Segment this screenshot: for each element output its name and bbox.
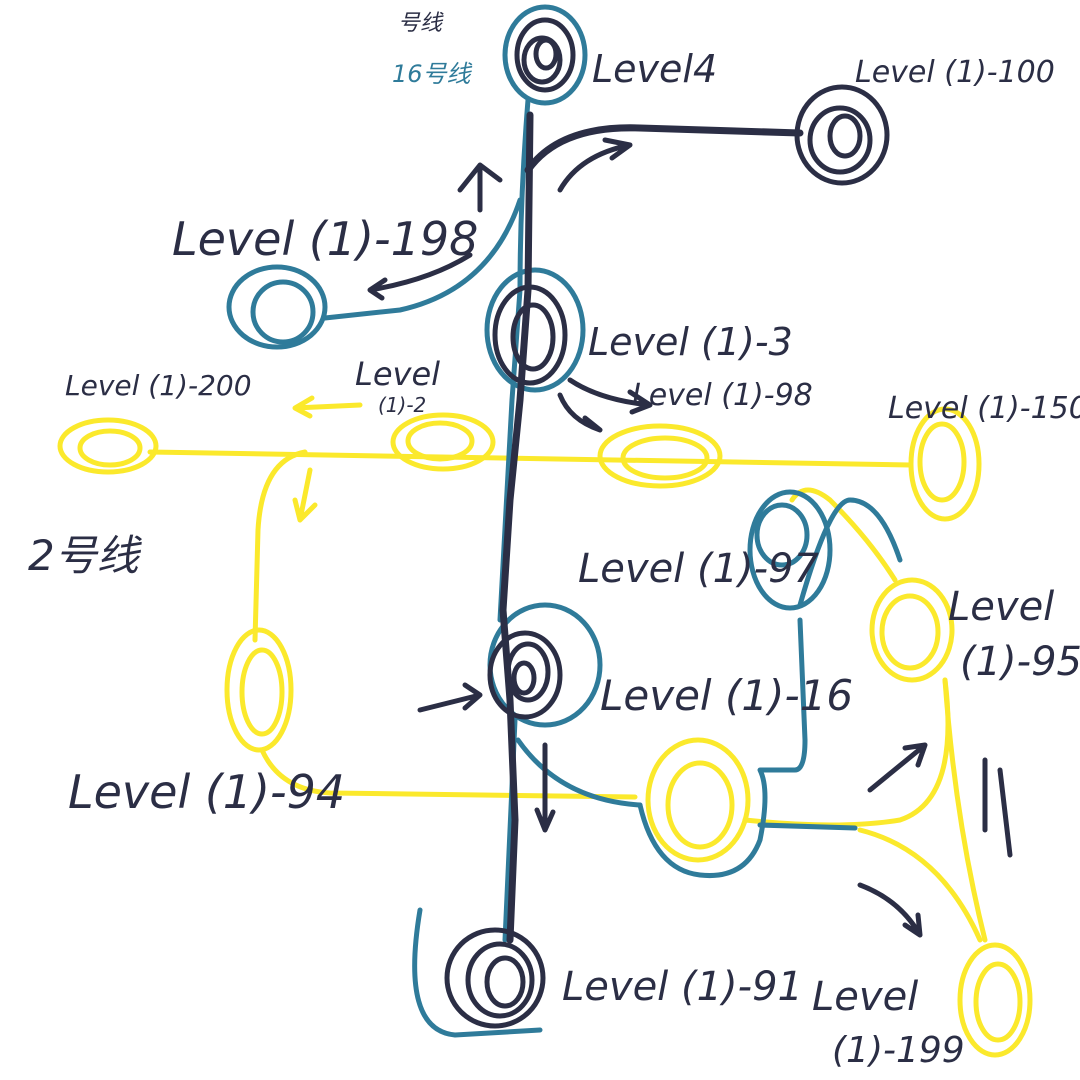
blue-line-loop-16 — [637, 617, 808, 879]
label-level-199-bottom: (1)-199 — [832, 1030, 965, 1071]
arrow-to-95 — [867, 742, 928, 793]
label-level-200: Level (1)-200 — [65, 369, 252, 402]
arrow-left-yellow — [292, 395, 363, 419]
arrow-into-16 — [417, 682, 483, 713]
station-level-3-dark[interactable] — [492, 284, 568, 386]
dark-stations — [444, 17, 890, 1029]
arrow-to-100 — [557, 137, 633, 193]
blue-line-branch-198 — [322, 197, 523, 321]
labels: 号线 16号线 2号线 Level4 Level (1)-100 Level (… — [28, 11, 1080, 1071]
station-level-200[interactable] — [57, 417, 159, 475]
yellow-line-loop-bottom — [259, 747, 638, 800]
station-level-98[interactable] — [597, 423, 723, 489]
label-level-100: Level (1)-100 — [855, 55, 1055, 90]
arrow-south-98 — [557, 392, 603, 433]
station-level-100[interactable] — [794, 84, 890, 186]
yellow-line-arc-top — [789, 487, 898, 583]
yellow-line-right-down — [942, 677, 988, 943]
arrow-down-16 — [534, 742, 556, 833]
station-level4-dark[interactable] — [514, 17, 576, 93]
direction-arrows — [367, 137, 1013, 938]
station-level-3-blue[interactable] — [484, 267, 586, 393]
blue-line-label: 16号线 — [392, 60, 473, 88]
yellow-line-left-to-199 — [857, 827, 983, 943]
station-level-198[interactable] — [226, 264, 328, 350]
station-level-2[interactable] — [390, 412, 496, 472]
label-level-2-top: Level — [355, 355, 440, 393]
yellow-line-label: 2号线 — [28, 531, 143, 580]
station-level-97[interactable] — [747, 489, 833, 611]
station-level4-blue[interactable] — [502, 4, 588, 106]
yellow-line — [147, 449, 988, 943]
dark-line-label: 号线 — [398, 11, 444, 36]
label-level-3: Level (1)-3 — [588, 320, 793, 364]
label-level-91: Level (1)-91 — [562, 964, 803, 1010]
station-level-91[interactable] — [444, 927, 546, 1029]
label-level-95-top: Level — [948, 584, 1054, 630]
yellow-line-main-track — [147, 449, 913, 468]
station-level-95[interactable] — [869, 577, 955, 683]
blue-line-branch-16 — [515, 737, 643, 808]
label-level-97: Level (1)-97 — [578, 546, 820, 592]
station-level-150[interactable] — [908, 406, 982, 522]
station-level-199[interactable] — [957, 942, 1033, 1058]
arrow-to-198 — [367, 252, 473, 301]
arrow-updown-right — [982, 757, 1013, 858]
label-level-2-bottom: (1)-2 — [378, 393, 426, 417]
dark-line-main-track — [499, 111, 534, 944]
blue-line-tail-south — [412, 907, 543, 1038]
yellow-arrows — [292, 395, 363, 523]
arrow-near-98 — [567, 377, 653, 415]
label-level-16: Level (1)-16 — [600, 671, 853, 720]
label-level-98: Level (1)-98 — [632, 378, 813, 413]
station-level-16-yellow[interactable] — [645, 737, 751, 863]
blue-line-to-97 — [797, 497, 903, 608]
station-level-94[interactable] — [224, 627, 294, 753]
arrow-to-199 — [857, 882, 923, 938]
label-level-150: Level (1)-150 — [888, 391, 1080, 426]
blue-line-short-arrow — [757, 822, 858, 831]
label-level-199-top: Level — [812, 974, 918, 1020]
label-level-94: Level (1)-94 — [68, 765, 345, 819]
arrow-down-yellow — [292, 467, 318, 523]
dark-line-branch-100 — [524, 124, 804, 174]
yellow-line-loop-left — [252, 449, 308, 643]
label-level4: Level4 — [592, 47, 717, 91]
station-level-16-dark[interactable] — [487, 630, 563, 720]
label-level-198: Level (1)-198 — [172, 212, 478, 266]
label-level-95-bottom: (1)-95 — [960, 639, 1080, 685]
yellow-stations — [57, 406, 1033, 1058]
arrow-up-main — [457, 162, 503, 213]
